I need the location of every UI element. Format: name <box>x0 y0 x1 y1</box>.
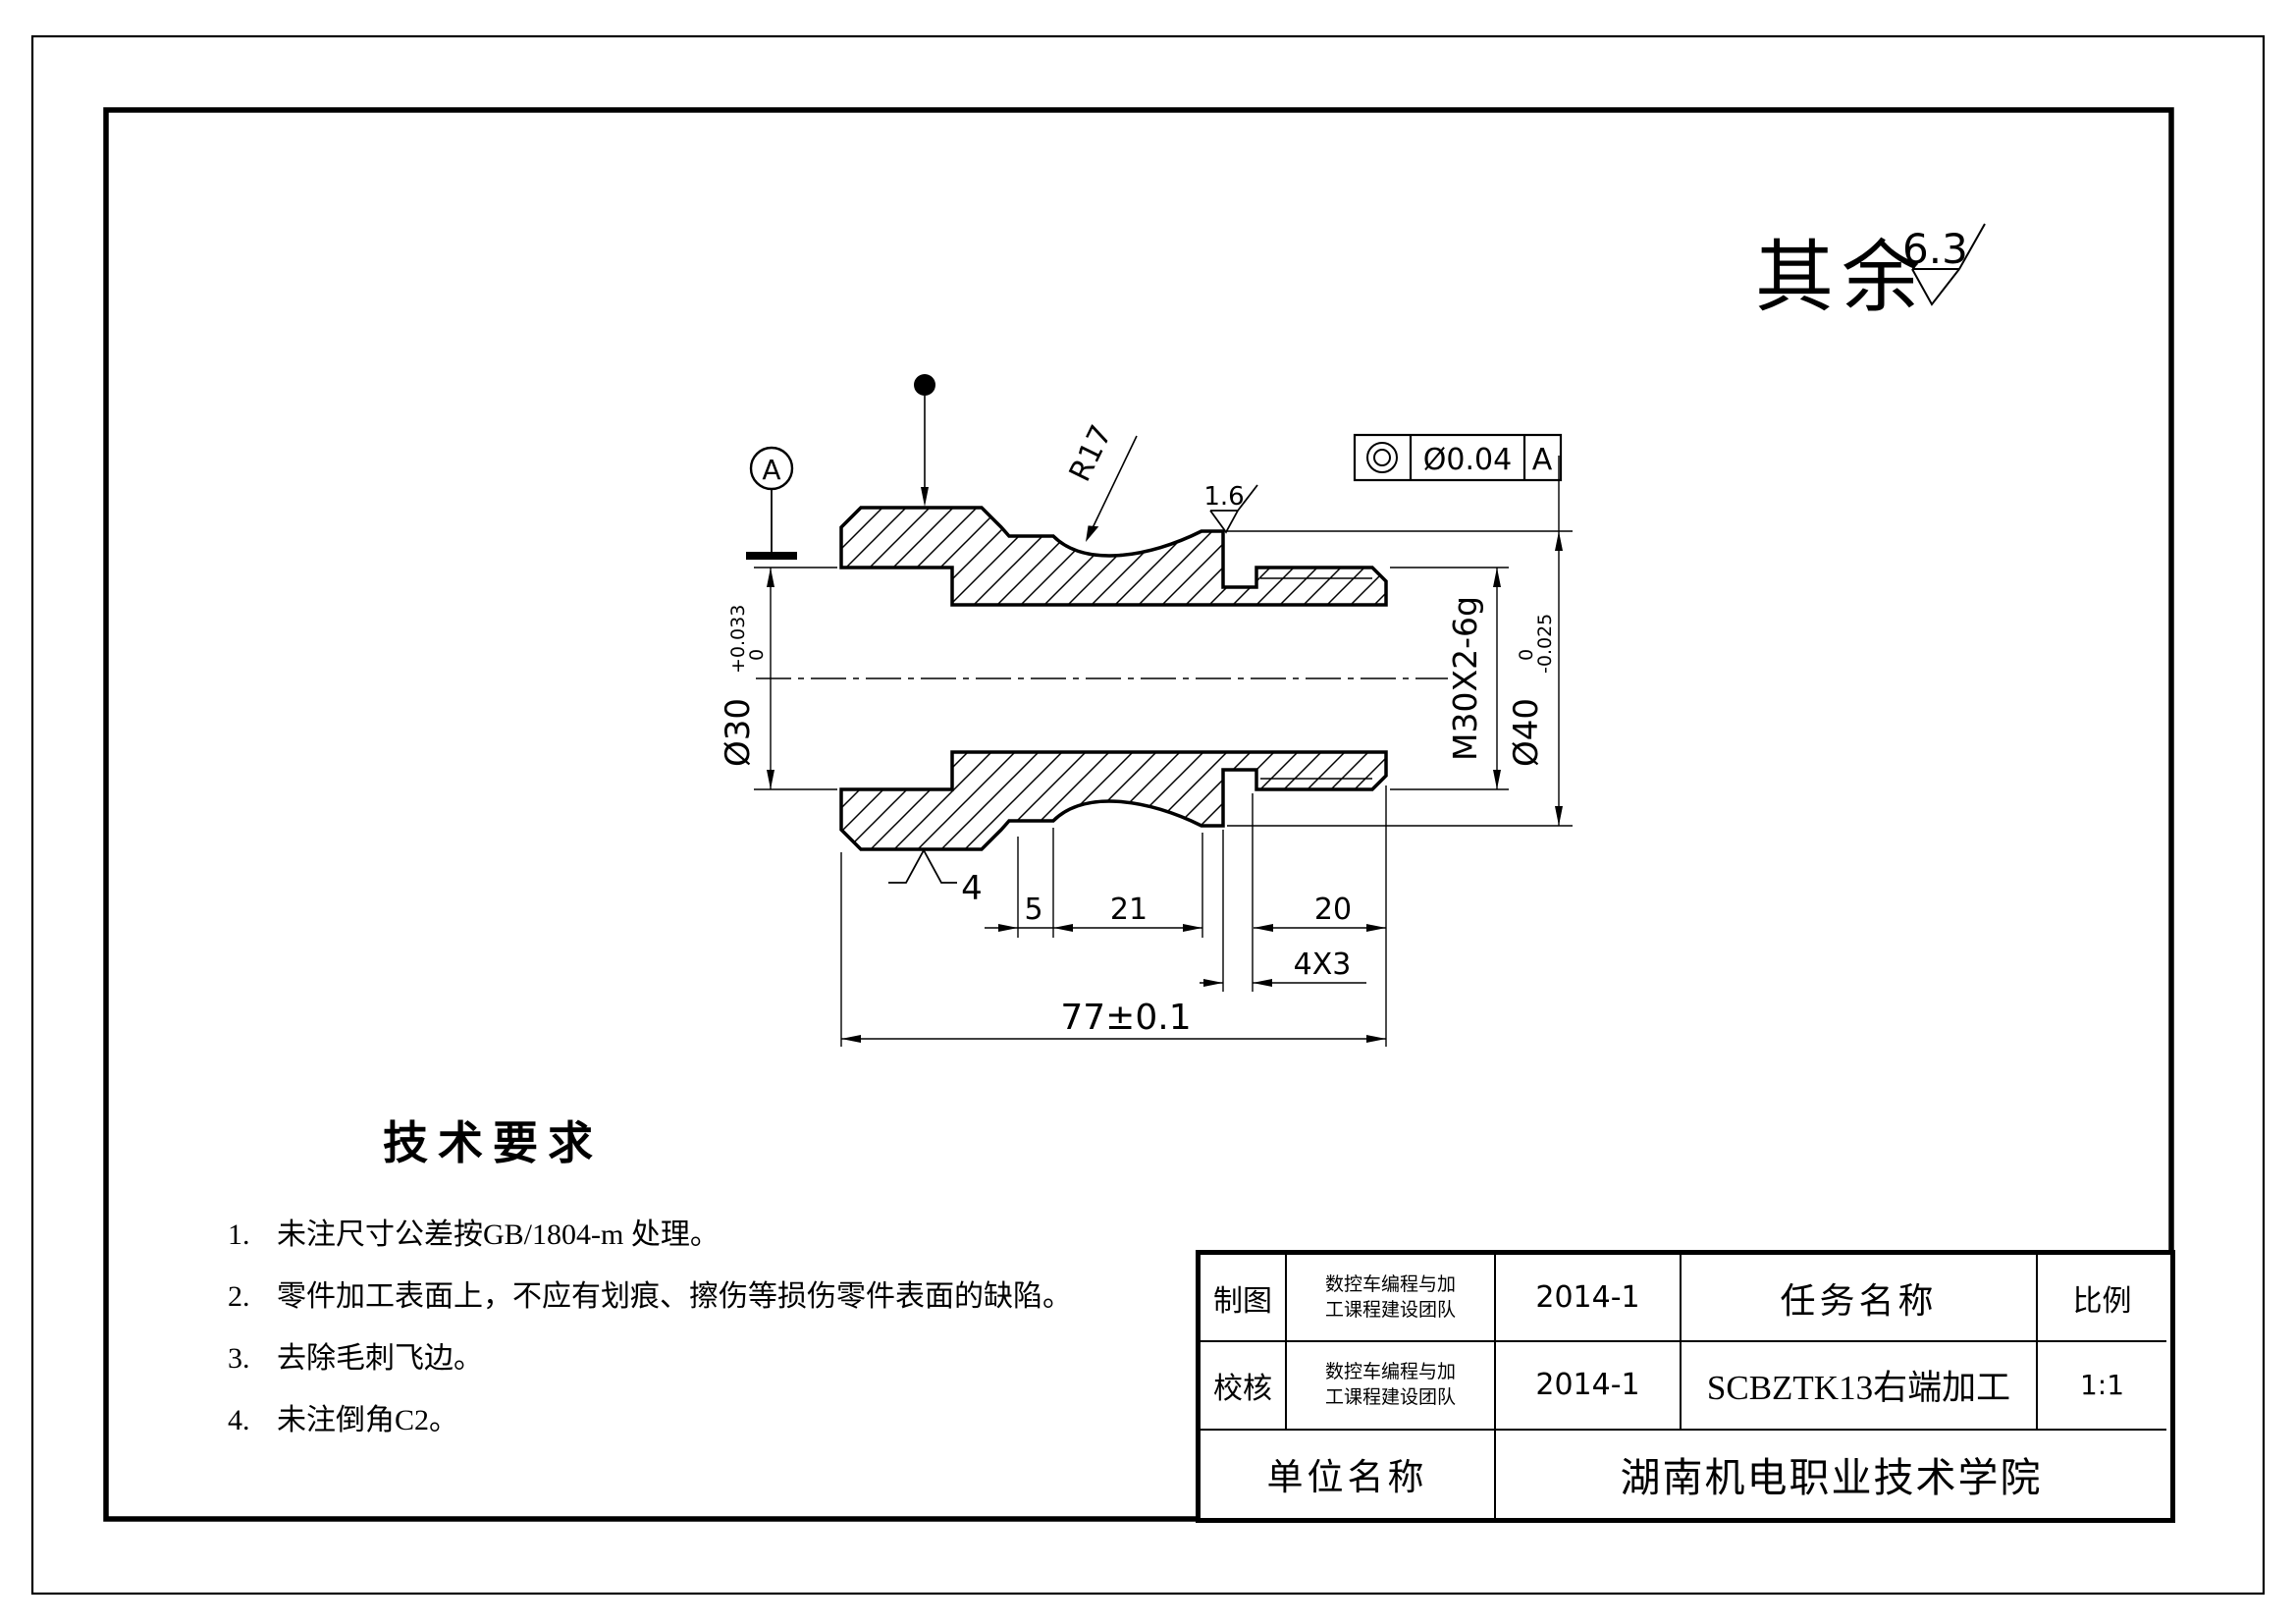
team-line-2: 工课程建设团队 <box>1324 1386 1456 1408</box>
inner-frame <box>103 107 2174 1522</box>
datum-a-marker: A <box>746 446 797 560</box>
land-dim-text: 5 <box>1024 893 1042 927</box>
tech-requirement-item: 2. 零件加工表面上，不应有划痕、擦伤等损伤零件表面的缺陷。 <box>228 1272 1209 1315</box>
title-block-org-label: 单位名称 <box>1201 1430 1496 1518</box>
thread-length-dim-text: 20 <box>1314 893 1352 927</box>
title-block-check-label: 校核 <box>1201 1342 1287 1431</box>
technical-requirements-title: 技术要求 <box>383 1118 603 1168</box>
dimension-extension-lines <box>840 785 1387 1047</box>
od-dim-text: Ø40 <box>1507 698 1546 767</box>
datum-label: A <box>762 454 780 486</box>
fcf-datum-ref: A <box>1532 443 1553 477</box>
title-block-scale-value: 1:1 <box>2038 1342 2166 1431</box>
tech-item-text: 未注尺寸公差按GB/1804-m 处理。 <box>277 1218 720 1251</box>
dimension-relief-4x3: 4X3 <box>1200 947 1366 987</box>
leader-arrow-icon <box>921 487 929 507</box>
title-block-task-label: 任务名称 <box>1682 1255 2038 1343</box>
outer-border <box>30 34 2266 1596</box>
dimension-od-d40: Ø40 0 -0.025 <box>1227 456 1573 827</box>
surface-point-leader <box>914 374 935 507</box>
title-block-check-date: 2014-1 <box>1496 1342 1682 1431</box>
bore-tol-upper: +0.033 <box>727 605 749 674</box>
tech-requirement-item: 4. 未注倒角C2。 <box>228 1395 1209 1438</box>
dimension-overall-77: 77±0.1 <box>841 998 1386 1043</box>
part-lower-section <box>839 750 1388 851</box>
roughness-check-icon <box>1911 223 1986 306</box>
tech-item-text: 未注倒角C2。 <box>277 1404 459 1436</box>
chamfer-4-callout: 4 <box>888 848 983 908</box>
concentricity-icon-inner <box>1373 449 1391 466</box>
dimension-thread-length-20: 20 <box>1254 893 1386 932</box>
dimension-bore-d30: Ø30 +0.033 0 <box>719 567 837 790</box>
thread-dim-text: M30X2-6g <box>1446 596 1484 761</box>
tech-item-text: 零件加工表面上，不应有划痕、擦伤等损伤零件表面的缺陷。 <box>277 1280 1072 1313</box>
fcf-tolerance-value: Ø0.04 <box>1423 443 1512 477</box>
relief-dim-text: 4X3 <box>1294 947 1352 982</box>
default-roughness-value: 6.3 <box>1902 225 1968 273</box>
overall-dim-text: 77±0.1 <box>1060 998 1191 1038</box>
tech-item-number: 4. <box>228 1404 250 1436</box>
title-block-draw-label: 制图 <box>1201 1255 1287 1343</box>
tech-item-number: 2. <box>228 1280 250 1313</box>
title-block: 制图 数控车编程与加 工课程建设团队 2014-1 任务名称 比例 校核 数控车… <box>1196 1250 2175 1523</box>
dimension-thread-m30: M30X2-6g <box>1390 567 1509 790</box>
od-tol-upper: 0 <box>1516 649 1537 661</box>
technical-requirements: 技术要求 1. 未注尺寸公差按GB/1804-m 处理。 2. 零件加工表面上，不应… <box>228 1108 1209 1457</box>
groove-span-dim-text: 21 <box>1110 893 1148 927</box>
tech-item-number: 3. <box>228 1342 250 1375</box>
roughness-value: 1.6 <box>1203 482 1244 512</box>
roughness-1-6-symbol: 1.6 <box>1203 482 1258 534</box>
r17-label: R17 <box>1063 420 1119 487</box>
chamfer-symbol-icon <box>888 848 957 884</box>
title-block-org-value: 湖南机电职业技术学院 <box>1620 1455 2043 1501</box>
od-tol-lower: -0.025 <box>1534 614 1556 674</box>
title-block-draw-team: 数控车编程与加 工课程建设团队 <box>1287 1255 1496 1343</box>
concentricity-icon <box>1366 442 1398 473</box>
part-upper-section <box>839 506 1388 607</box>
team-line-1: 数控车编程与加 <box>1324 1362 1456 1383</box>
tech-item-text: 去除毛刺飞边。 <box>277 1342 483 1375</box>
team-line-1: 数控车编程与加 <box>1324 1274 1456 1296</box>
team-line-2: 工课程建设团队 <box>1324 1299 1456 1321</box>
tech-item-number: 1. <box>228 1218 250 1251</box>
leader-dot <box>914 374 935 396</box>
bore-dim-text: Ø30 <box>719 698 758 767</box>
title-block-task-value: SCBZTK13右端加工 <box>1682 1342 2038 1431</box>
title-block-scale-label: 比例 <box>2038 1255 2166 1343</box>
dimension-groove-span-21: 21 <box>1053 893 1202 932</box>
default-roughness-note: 其余 6.3 <box>1755 223 1986 322</box>
title-block-check-team: 数控车编程与加 工课程建设团队 <box>1287 1342 1496 1431</box>
chamfer-label: 4 <box>961 869 983 908</box>
title-block-draw-date: 2014-1 <box>1496 1255 1682 1343</box>
feature-control-frame: Ø0.04 A <box>1353 433 1563 482</box>
tech-requirement-item: 1. 未注尺寸公差按GB/1804-m 处理。 <box>228 1210 1209 1253</box>
default-roughness-label: 其余 <box>1755 236 1928 322</box>
bore-tol-lower: 0 <box>746 649 768 661</box>
dimension-land-5: 5 <box>985 893 1202 932</box>
r17-arrow-icon <box>1086 525 1099 542</box>
tech-requirement-item: 3. 去除毛刺飞边。 <box>228 1333 1209 1377</box>
datum-circle <box>749 446 794 491</box>
part-section-view <box>756 506 1448 851</box>
radius-r17-callout: R17 <box>1063 420 1138 542</box>
check-icon <box>1209 484 1258 534</box>
